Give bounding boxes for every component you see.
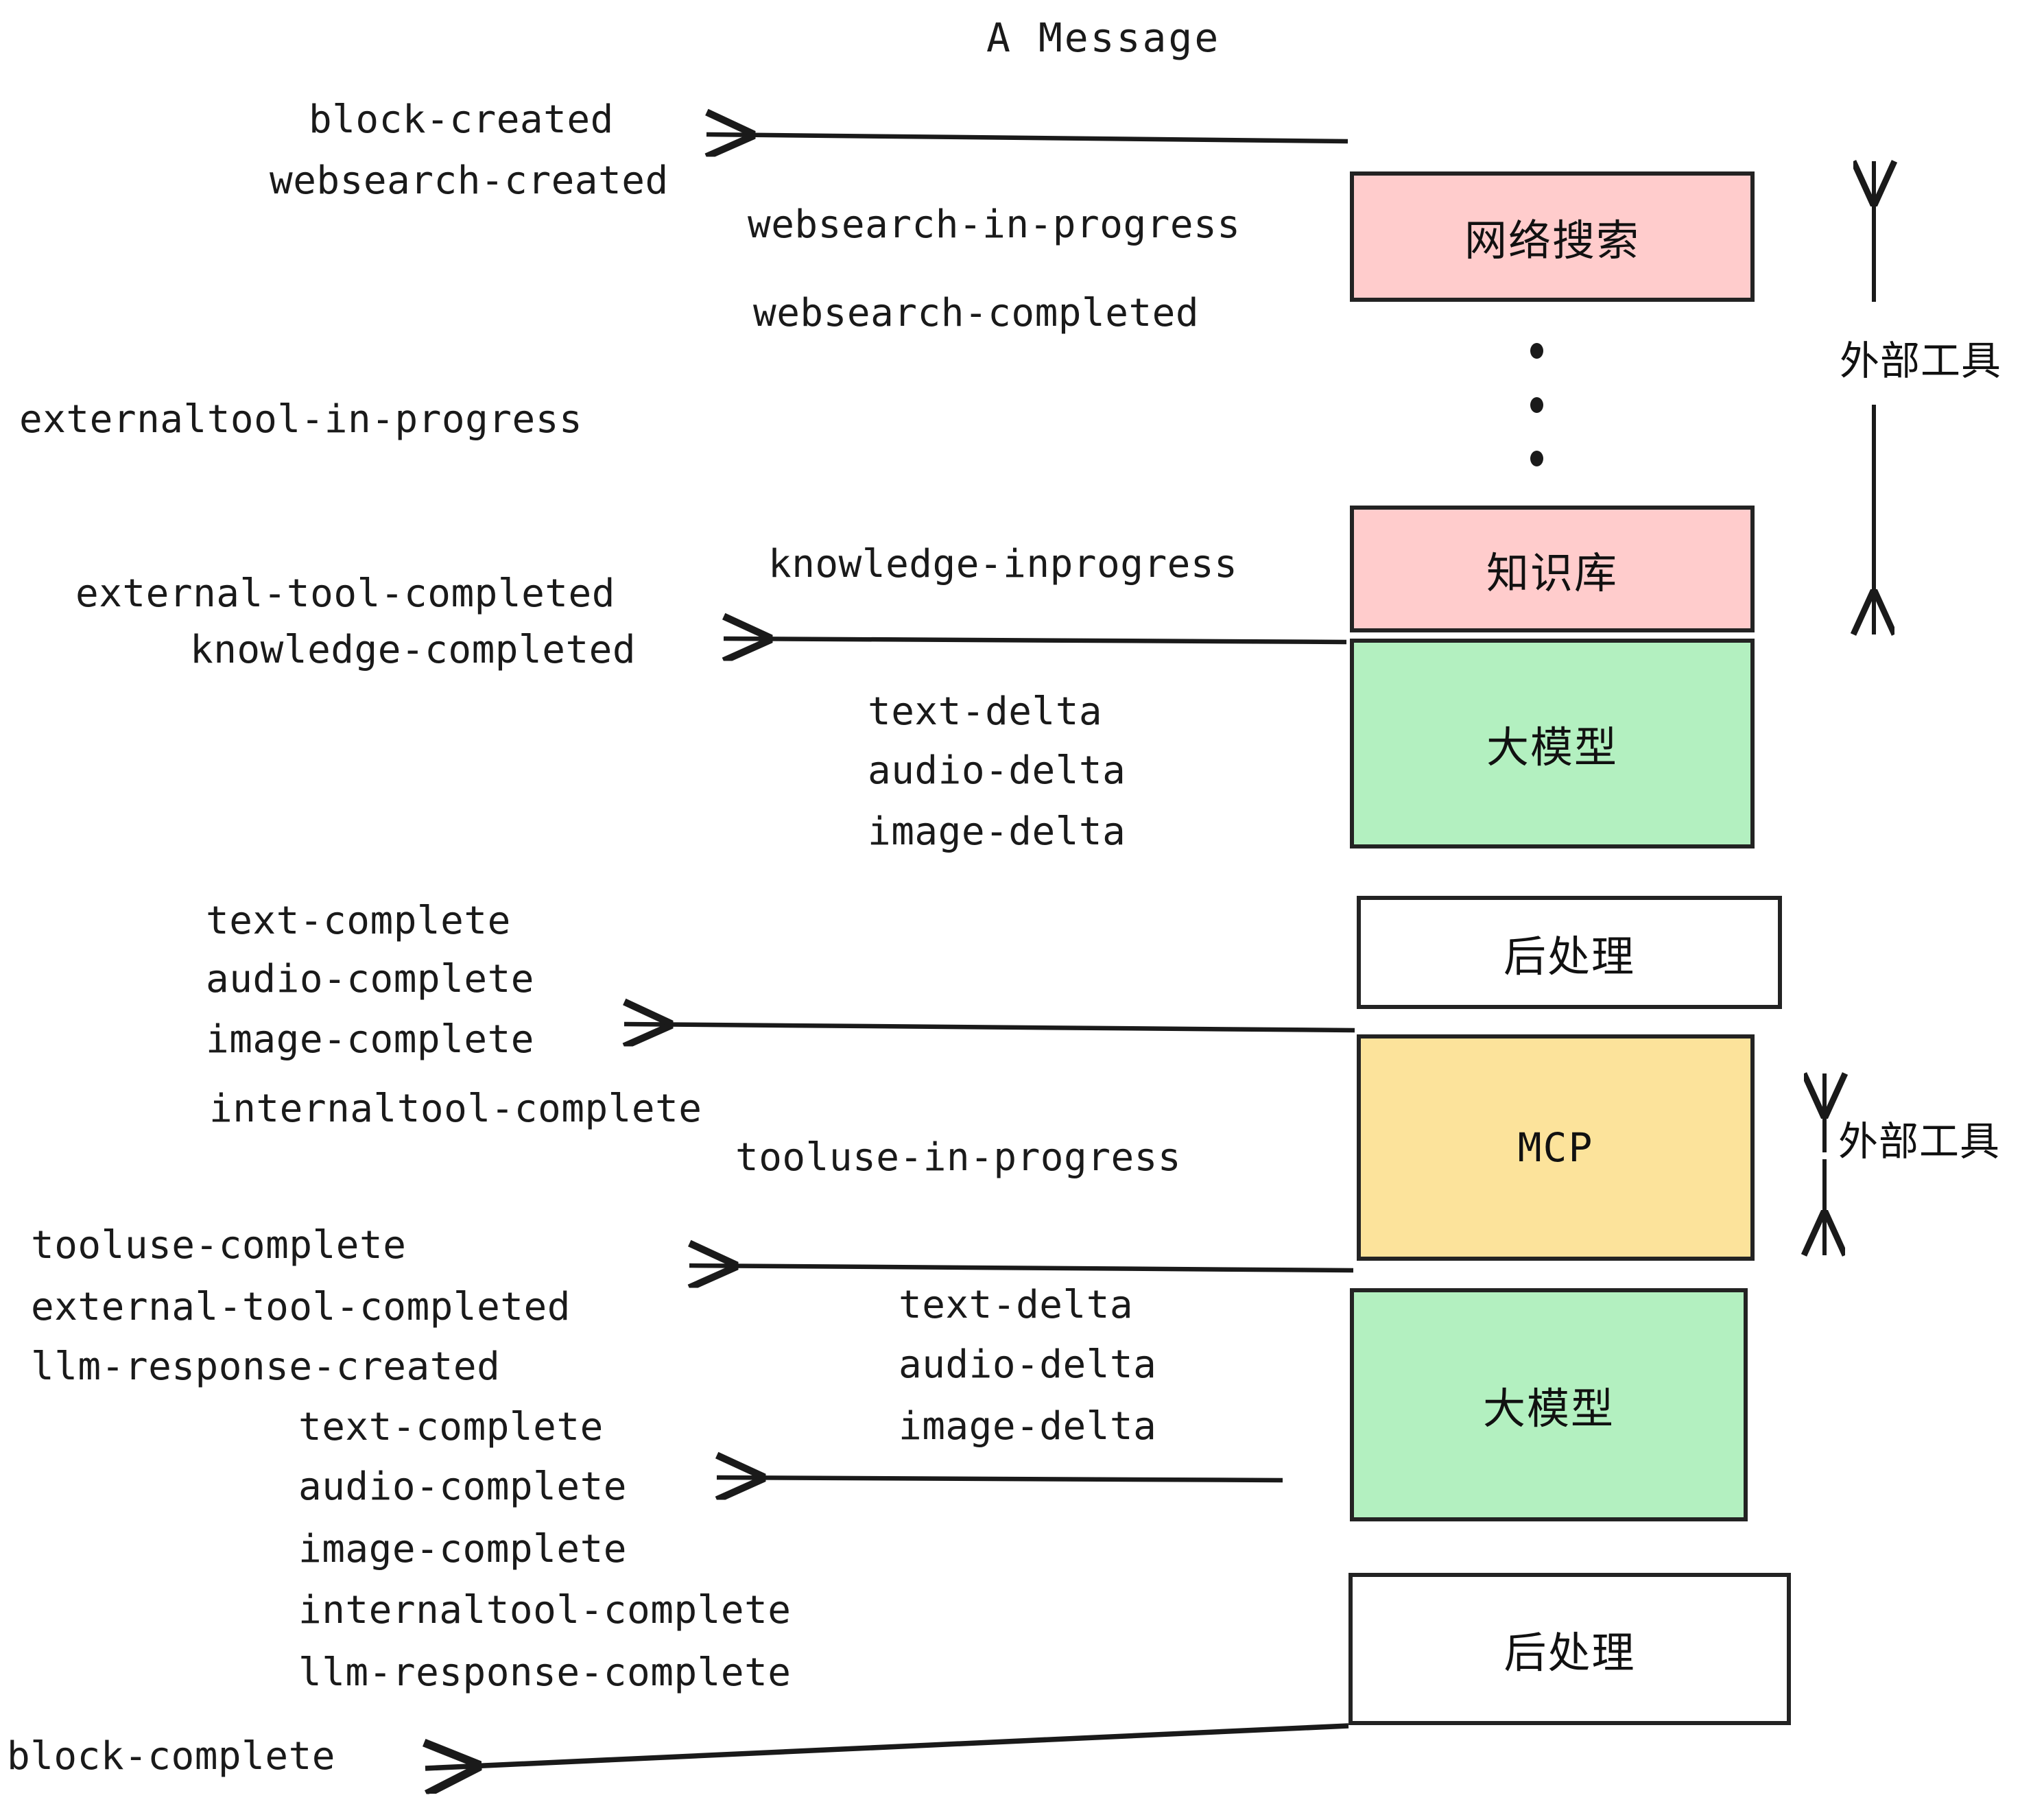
event-audio-complete-2: audio-complete <box>298 1464 628 1509</box>
node-mcp[interactable]: MCP <box>1357 1034 1755 1261</box>
node-llm-first-label: 大模型 <box>1486 722 1618 772</box>
node-websearch[interactable]: 网络搜索 <box>1350 171 1755 302</box>
event-llm-response-created: llm-response-created <box>31 1344 501 1389</box>
node-postprocess-second[interactable]: 后处理 <box>1348 1573 1791 1725</box>
group-label-external-tools-bottom: 外部工具 <box>1838 1118 2001 1165</box>
arrow-postprocess-to-block-complete <box>425 1723 1349 1768</box>
node-websearch-label: 网络搜索 <box>1464 215 1640 265</box>
node-llm-second-label: 大模型 <box>1482 1384 1615 1434</box>
event-text-complete-1: text-complete <box>206 899 511 943</box>
event-text-delta-2: text-delta <box>899 1283 1134 1327</box>
diagram-title: A Message <box>986 14 1221 61</box>
event-tooluse-complete: tooluse-complete <box>31 1223 407 1268</box>
node-knowledge-base-label: 知识库 <box>1486 547 1618 598</box>
event-image-complete-1: image-complete <box>206 1017 535 1062</box>
event-websearch-completed: websearch-completed <box>753 291 1200 335</box>
group-label-external-tools-top: 外部工具 <box>1840 337 2002 384</box>
event-websearch-created: websearch-created <box>270 158 669 203</box>
event-text-complete-2: text-complete <box>298 1405 604 1449</box>
node-llm-second[interactable]: 大模型 <box>1350 1288 1748 1521</box>
arrow-websearch-to-block-created <box>706 134 1348 141</box>
event-tooluse-in-progress: tooluse-in-progress <box>735 1135 1182 1180</box>
event-audio-complete-1: audio-complete <box>206 957 535 1001</box>
event-image-delta-1: image-delta <box>868 809 1126 854</box>
event-audio-delta-1: audio-delta <box>868 748 1126 793</box>
event-llm-response-complete: llm-response-complete <box>298 1650 792 1695</box>
event-internaltool-complete-1: internaltool-complete <box>209 1087 702 1131</box>
event-externaltool-in-progress: externaltool-in-progress <box>19 397 583 442</box>
node-postprocess-second-label: 后处理 <box>1504 1628 1636 1678</box>
node-postprocess-first[interactable]: 后处理 <box>1357 896 1782 1009</box>
node-knowledge-base[interactable]: 知识库 <box>1350 506 1755 632</box>
arrow-knowledge-to-knowledge-completed <box>724 639 1347 642</box>
event-image-delta-2: image-delta <box>899 1404 1157 1449</box>
event-websearch-in-progress: websearch-in-progress <box>748 202 1241 247</box>
node-postprocess-first-label: 后处理 <box>1503 931 1635 982</box>
event-internaltool-complete-2: internaltool-complete <box>298 1588 792 1633</box>
event-block-created: block-created <box>309 97 614 142</box>
event-block-complete: block-complete <box>7 1734 336 1779</box>
vertical-ellipsis-icon <box>1530 343 1543 466</box>
arrow-mcp-to-tooluse-complete <box>689 1266 1354 1270</box>
arrow-postprocess-to-image-complete <box>624 1024 1355 1030</box>
node-mcp-label: MCP <box>1517 1124 1594 1171</box>
event-external-tool-completed-1: external-tool-completed <box>75 571 615 616</box>
event-image-complete-2: image-complete <box>298 1527 628 1571</box>
event-external-tool-completed-2: external-tool-completed <box>31 1285 571 1329</box>
event-knowledge-completed: knowledge-completed <box>190 628 637 672</box>
event-text-delta-1: text-delta <box>868 689 1103 734</box>
arrow-llm-to-audio-complete <box>717 1477 1283 1480</box>
node-llm-first[interactable]: 大模型 <box>1350 639 1755 848</box>
event-knowledge-inprogress: knowledge-inprogress <box>768 542 1238 586</box>
event-audio-delta-2: audio-delta <box>899 1342 1157 1387</box>
